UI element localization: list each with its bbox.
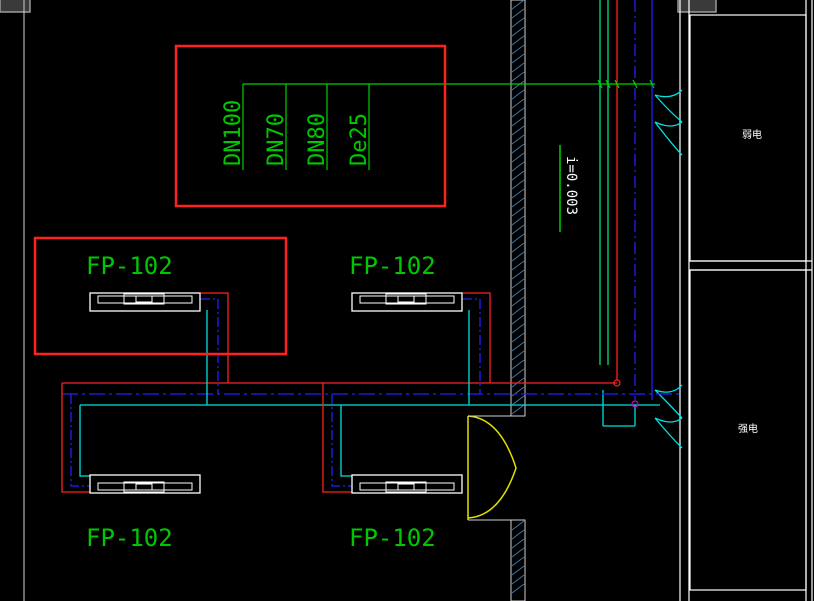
riser-markers [613,379,639,408]
riser-pipes [599,0,653,427]
fan-coil-unit[interactable] [89,292,201,312]
branch-pipes [61,292,491,493]
horizontal-pipes [62,382,680,406]
pipe-label-leader [242,79,655,170]
fan-coil-unit[interactable] [351,292,463,312]
pipe-size-label: De25 [347,113,372,166]
pipe-size-label: DN70 [264,113,289,166]
fan-coil-unit[interactable] [89,474,201,494]
room-label: 强电 [738,422,758,435]
room-label: 弱电 [742,128,762,141]
flex-connectors [654,89,683,449]
highlight-box-fan-coil [33,236,288,356]
top-frame [0,0,717,13]
fan-coil-tag: FP-102 [86,524,173,552]
fan-coil-unit[interactable] [351,474,463,494]
highlight-box-pipe-labels [174,44,447,208]
pipe-size-label: DN80 [305,113,330,166]
pipe-size-label: DN100 [221,100,246,166]
fan-coil-tag: FP-102 [349,252,436,280]
room-walls [679,0,813,601]
fan-coil-tag: FP-102 [349,524,436,552]
door-swing [467,415,517,521]
slope-label: i=0.003 [563,156,579,215]
hatched-wall [510,0,526,601]
fan-coil-tag: FP-102 [86,252,173,280]
